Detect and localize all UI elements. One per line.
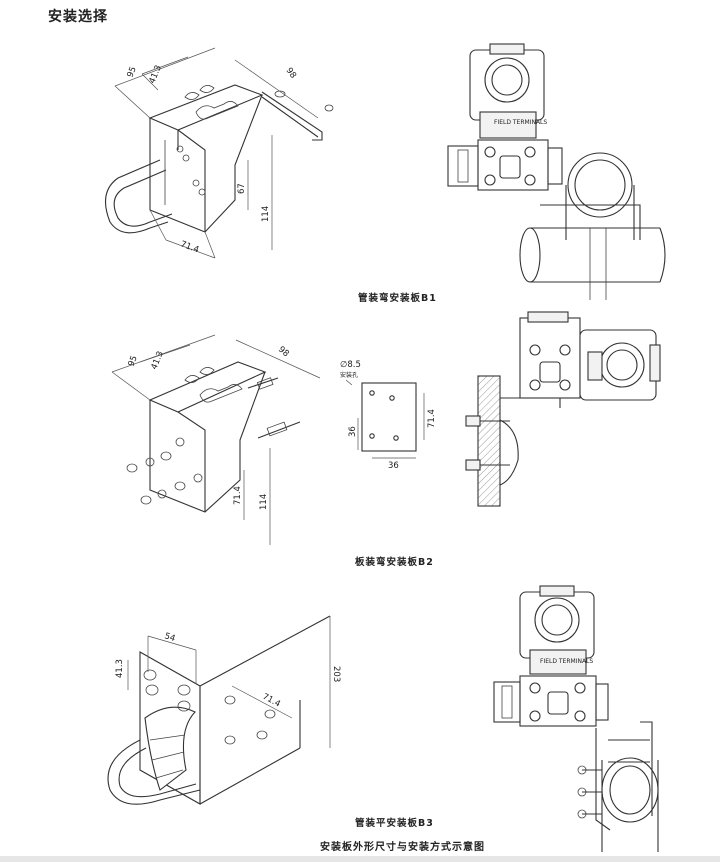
b2-dim-71-4: 71.4 (233, 486, 243, 505)
b1-dim-98: 98 (284, 66, 298, 81)
b3-dim-54: 54 (163, 631, 176, 644)
b3-bracket-drawing: 54 41.3 203 71.4 (107, 615, 341, 805)
page-title: 安装选择 (48, 9, 108, 25)
b2-bracket-drawing: 95 41.3 98 71.4 114 (111, 334, 321, 545)
b3-caption: 管装平安装板B3 (355, 818, 434, 829)
b3-dim-41-3: 41.3 (115, 659, 125, 678)
b1-dim-114: 114 (261, 206, 271, 222)
footer-divider (0, 856, 720, 862)
b1-caption: 管装弯安装板B1 (358, 293, 437, 304)
b1-dim-95: 95 (126, 65, 139, 79)
b2-hole-label: 安装孔 (340, 371, 358, 379)
b2-dim-36-horizontal: 36 (388, 461, 399, 471)
b3-field-terminals: FIELD TERMINALS (540, 658, 593, 665)
b1-field-terminals: FIELD TERMINALS (494, 119, 547, 126)
b1-transmitter-drawing: FIELD TERMINALS (447, 43, 666, 300)
b2-hole-plate-drawing: ∅8.5 安装孔 36 36 71.4 (340, 360, 437, 471)
b2-dim-98: 98 (276, 345, 291, 360)
b2-caption: 板装弯安装板B2 (355, 557, 434, 568)
b2-hole-diameter: ∅8.5 (340, 360, 361, 370)
b2-dim-71-4-plate: 71.4 (427, 409, 437, 428)
b2-dim-36-vertical: 36 (348, 426, 358, 437)
b2-transmitter-drawing (465, 311, 661, 507)
overall-caption: 安装板外形尺寸与安装方式示意图 (320, 842, 485, 853)
b1-dim-71-4: 71.4 (179, 239, 200, 255)
b1-bracket-drawing: 95 41.3 98 67 114 71.4 (104, 47, 334, 259)
b2-dim-114: 114 (259, 494, 269, 510)
b2-dim-41-3: 41.3 (150, 350, 166, 371)
b1-dim-67: 67 (237, 183, 247, 194)
b1-dim-41-3: 41.3 (148, 64, 164, 85)
b3-dim-203: 203 (331, 666, 341, 682)
b2-dim-95: 95 (127, 354, 140, 368)
b3-transmitter-drawing: FIELD TERMINALS (493, 585, 659, 852)
